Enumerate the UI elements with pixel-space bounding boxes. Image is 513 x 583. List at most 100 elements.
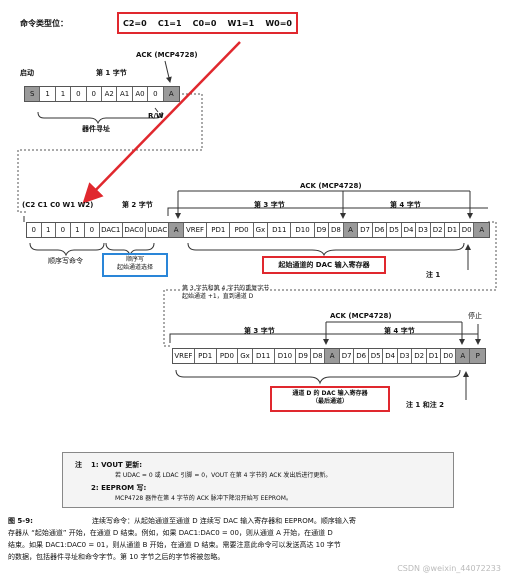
f3-cell: D10 [275,349,297,363]
f1-cell: 1 [40,87,56,101]
stop-label: 停止 [468,312,482,320]
f1-cell: 0 [87,87,102,101]
caption-line-4: 的数据，包括器件寻址和命令字节。第 10 字节之后的字节将被忽略。 [8,553,225,561]
note1-body: 若 UDAC = 0 或 LDAC 引脚 = 0，VOUT 在第 4 字节的 A… [115,472,332,479]
f3-cell: P [470,349,485,363]
f3-cell: D5 [369,349,384,363]
frame2-ack-label: ACK (MCP4728) [300,182,362,190]
f2-cell: D3 [416,223,431,237]
f2-cell: DAC1 [100,223,123,237]
f1-cell: 0 [148,87,164,101]
f3-cell: A [325,349,340,363]
f3-cell: PD1 [195,349,217,363]
f2-cell: Gx [254,223,269,237]
cmd-bits-label: (C2 C1 C0 W1 W2) [22,201,94,209]
caption-line-3: 结束。如果 DAC1:DAC0 = 01，则从通道 B 开始，在通道 D 结束。… [8,541,341,549]
f2-cell: D6 [373,223,388,237]
f2-cell: D8 [329,223,344,237]
seq-start-channel-box: 顺序写 起始通道选择 [102,253,168,277]
f3-cell: D9 [296,349,311,363]
frame1-ack-label: ACK (MCP4728) [136,51,198,59]
command-type-label: 命令类型位： [20,19,68,28]
f3-cell: D7 [340,349,355,363]
f2-cell: D9 [315,223,330,237]
f2-cell: 0 [85,223,100,237]
f2-cell: 1 [42,223,57,237]
f3-cell: D4 [383,349,398,363]
f2-cell: PD1 [207,223,231,237]
f3-cell: D0 [441,349,456,363]
f1-cell: S [25,87,41,101]
seq-write-cmd-label: 顺序写命令 [48,257,83,265]
f2-cell: D0 [460,223,475,237]
frame1-byte-label: 第 1 字节 [96,69,127,77]
f2-cell: 0 [56,223,71,237]
f2-cell: 1 [71,223,86,237]
f3-cell: PD0 [217,349,239,363]
seq-start-channel-label: 顺序写 起始通道选择 [116,256,153,271]
f1-cell: 1 [56,87,72,101]
repeat-bytes-label: 第 3 字节和第 4 字节的重复字节 起始通道 +1，直到通道 D [182,285,270,301]
f2-cell: D1 [445,223,460,237]
f3-cell: Gx [238,349,253,363]
frame2-byte3-label: 第 3 字节 [254,201,285,209]
start-channel-register-box: 起始通道的 DAC 输入寄存器 [262,256,386,274]
f2-cell: A [169,223,184,237]
f3-cell: A [455,349,471,363]
caption-line-2: 存器从 “起始通道” 开始，在通道 D 结束。例如，如果 DAC1:DAC0 =… [8,529,333,537]
f2-cell: DAC0 [123,223,147,237]
f1-cell: A0 [133,87,149,101]
f3-cell: D1 [427,349,442,363]
f2-cell: D4 [402,223,417,237]
note2-head: 2: EEPROM 写: [91,484,147,492]
f2-cell: A [343,223,359,237]
start-channel-register-label: 起始通道的 DAC 输入寄存器 [278,261,370,269]
device-addressing-label: 器件寻址 [82,125,110,133]
channel-d-register-label: 通道 D 的 DAC 输入寄存器 （最后通道） [292,390,368,406]
f3-cell: D6 [354,349,369,363]
note12-label: 注 1 和注 2 [406,401,445,409]
channel-d-register-box: 通道 D 的 DAC 输入寄存器 （最后通道） [270,386,390,412]
f2-cell: D2 [431,223,446,237]
note2-body: MCP4728 器件在第 4 字节的 ACK 脉冲下降沿开始写 EEPROM。 [115,495,292,502]
rw-label: R/W [148,112,164,120]
figure-caption: 图 5-9: 连续写命令：从起始通道至通道 D 连续写 DAC 输入寄存器和 E… [8,518,508,578]
f2-cell: 0 [27,223,42,237]
f2-cell: D11 [268,223,292,237]
frame2-byte4-label: 第 4 字节 [390,201,421,209]
f3-cell: VREF [173,349,195,363]
frame3-ack-label: ACK (MCP4728) [330,312,392,320]
notes-box: 注 1: VOUT 更新: 若 UDAC = 0 或 LDAC 引脚 = 0，V… [62,452,454,508]
f2-cell: VREF [184,223,208,237]
frame3-byte3-label: 第 3 字节 [244,327,275,335]
command-bits-box: C2=0 C1=1 C0=0 W1=1 W0=0 [117,12,298,34]
f1-cell: 0 [71,87,87,101]
start-label: 启动 [20,69,34,77]
command-bits-text: C2=0 C1=1 C0=0 W1=1 W0=0 [122,18,292,28]
f3-cell: D2 [412,349,427,363]
f1-cell: A2 [102,87,118,101]
f1-cell: A [163,87,179,101]
f3-cell: D8 [311,349,326,363]
f3-cell: D11 [253,349,275,363]
frame3-byte4-label: 第 4 字节 [384,327,415,335]
note1-head: 1: VOUT 更新: [91,461,143,469]
figure-number: 图 5-9: [8,517,33,525]
f2-cell: D5 [387,223,402,237]
f1-cell: A1 [117,87,133,101]
caption-line-1: 连续写命令：从起始通道至通道 D 连续写 DAC 输入寄存器和 EEPROM。顺… [92,517,356,525]
f2-cell: D10 [291,223,315,237]
f2-cell: PD0 [230,223,254,237]
notes-title: 注 [75,461,82,469]
f3-cell: D3 [398,349,413,363]
watermark: CSDN @weixin_44072233 [397,564,501,573]
f2-cell: D7 [358,223,373,237]
frame2-byte2-label: 第 2 字节 [122,201,153,209]
f2-cell: A [474,223,489,237]
f2-cell: UDAC [146,223,170,237]
note1-label: 注 1 [426,271,441,279]
